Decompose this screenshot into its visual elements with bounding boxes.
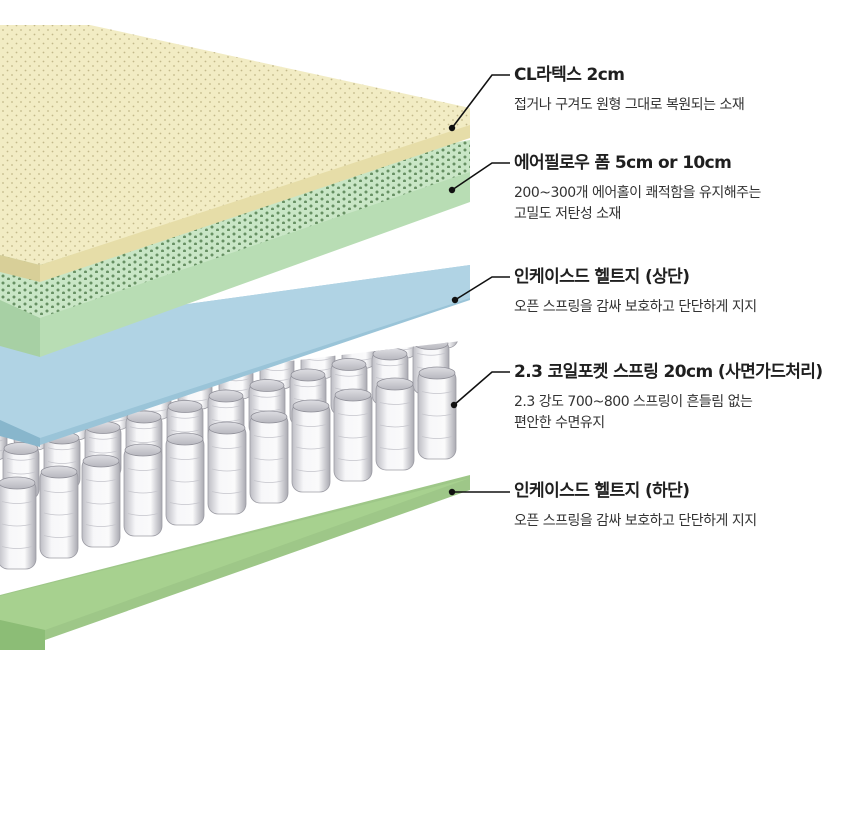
layer-dot xyxy=(448,488,456,496)
leader-line-foam xyxy=(448,162,510,194)
layer-desc-line: 오픈 스프링을 감싸 보호하고 단단하게 지지 xyxy=(514,513,757,529)
pocket-coil xyxy=(375,377,415,471)
layer-title: 에어필로우 폼 5cm or 10cm xyxy=(514,153,732,173)
layer-desc: 오픈 스프링을 감싸 보호하고 단단하게 지지 xyxy=(514,297,854,318)
latex-layer xyxy=(0,25,470,282)
layer-title: 인케이스드 헬트지 (하단) xyxy=(514,481,690,501)
pocket-coil xyxy=(0,476,37,570)
layer-label-latex: CL라텍스 2cm 접거나 구겨도 원형 그대로 복원되는 소재 xyxy=(514,64,854,116)
leader-line-felt-top xyxy=(451,276,510,304)
layer-dot xyxy=(448,124,456,132)
pocket-coil xyxy=(417,366,457,460)
pocket-coil xyxy=(333,388,373,482)
layer-dot xyxy=(448,186,456,194)
leader-line-latex xyxy=(448,74,510,132)
layer-desc-line: 고밀도 저탄성 소재 xyxy=(514,206,621,222)
pocket-coil xyxy=(39,465,79,559)
layer-title: 인케이스드 헬트지 (상단) xyxy=(514,267,690,287)
layer-desc: 200~300개 에어홀이 쾌적함을 유지해주는 고밀도 저탄성 소재 xyxy=(514,183,854,225)
air-foam-layer xyxy=(0,140,470,357)
layer-desc-line: 200~300개 에어홀이 쾌적함을 유지해주는 xyxy=(514,185,761,201)
pocket-coil xyxy=(81,454,121,548)
pocket-coil xyxy=(165,432,205,526)
layer-desc: 2.3 강도 700~800 스프링이 흔들림 없는 편안한 수면유지 xyxy=(514,392,854,434)
pocket-coil xyxy=(291,399,331,493)
layer-desc-line: 2.3 강도 700~800 스프링이 흔들림 없는 xyxy=(514,394,753,410)
layer-desc: 접거나 구겨도 원형 그대로 복원되는 소재 xyxy=(514,95,854,116)
pocket-coil xyxy=(249,410,289,504)
layer-label-air-foam: 에어필로우 폼 5cm or 10cm 200~300개 에어홀이 쾌적함을 유… xyxy=(514,152,854,225)
layer-desc-line: 오픈 스프링을 감싸 보호하고 단단하게 지지 xyxy=(514,299,757,315)
layer-dot xyxy=(450,401,458,409)
leader-line-spring xyxy=(450,371,510,409)
pocket-coil xyxy=(207,421,247,515)
layer-label-pocket-spring: 2.3 코일포켓 스프링 20cm (사면가드처리) 2.3 강도 700~80… xyxy=(514,361,854,434)
layer-desc-line: 편안한 수면유지 xyxy=(514,415,605,431)
leader-line-felt-bottom xyxy=(448,488,510,496)
layer-label-felt-bottom: 인케이스드 헬트지 (하단) 오픈 스프링을 감싸 보호하고 단단하게 지지 xyxy=(514,480,854,532)
layer-title: 2.3 코일포켓 스프링 20cm (사면가드처리) xyxy=(514,362,823,382)
layer-dot xyxy=(451,296,459,304)
felt-bottom-layer xyxy=(0,475,470,650)
layer-title: CL라텍스 2cm xyxy=(514,65,625,85)
layer-label-felt-top: 인케이스드 헬트지 (상단) 오픈 스프링을 감싸 보호하고 단단하게 지지 xyxy=(514,266,854,318)
leader-lines xyxy=(448,74,510,496)
pocket-coil xyxy=(123,443,163,537)
layer-desc: 오픈 스프링을 감싸 보호하고 단단하게 지지 xyxy=(514,511,854,532)
felt-top-layer xyxy=(0,265,470,447)
layer-desc-line: 접거나 구겨도 원형 그대로 복원되는 소재 xyxy=(514,97,745,113)
